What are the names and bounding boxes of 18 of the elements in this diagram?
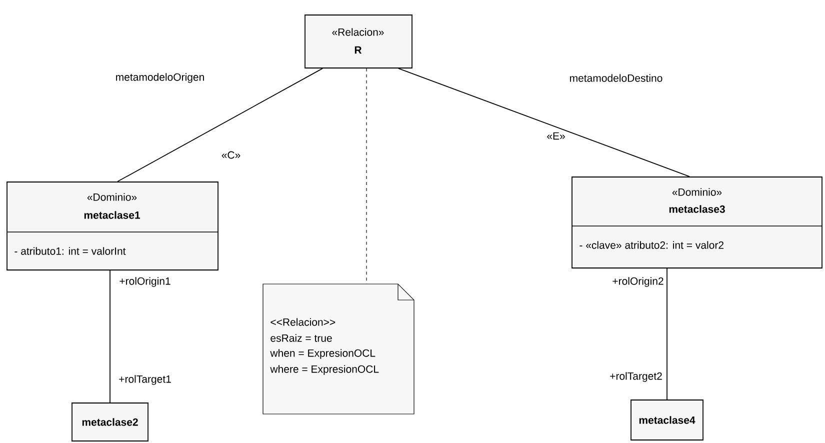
edge-label: metamodeloOrigen xyxy=(116,73,204,83)
role-label: +rolOrigin1 xyxy=(120,277,170,287)
class-box: «Relacion» R xyxy=(304,14,412,68)
note-box: <<Relacion>> esRaiz = true when = ExpresionOCL where = ExpresionOCL xyxy=(262,284,414,414)
class-box: «Dominio» metaclase1 - atributo1: int = valorInt xyxy=(6,182,218,270)
class-box: metaclase4 xyxy=(630,400,704,440)
role-label: +rolOrigin2 xyxy=(612,277,664,287)
class-box: «Dominio» metaclase3 - «clave» atributo2: int = valor2 xyxy=(572,176,822,268)
stereotype-label: «C» xyxy=(222,151,240,159)
stereotype-label: «E» xyxy=(547,132,565,140)
edge-label: metamodeloDestino xyxy=(570,74,662,82)
association-line xyxy=(398,68,690,177)
role-label: +rolTarget2 xyxy=(610,372,662,382)
dashed-line xyxy=(366,68,367,284)
role-label: +rolTarget1 xyxy=(119,375,171,385)
class-box: metaclase2 xyxy=(72,402,148,442)
association-line xyxy=(117,68,323,182)
association-line xyxy=(666,268,668,400)
